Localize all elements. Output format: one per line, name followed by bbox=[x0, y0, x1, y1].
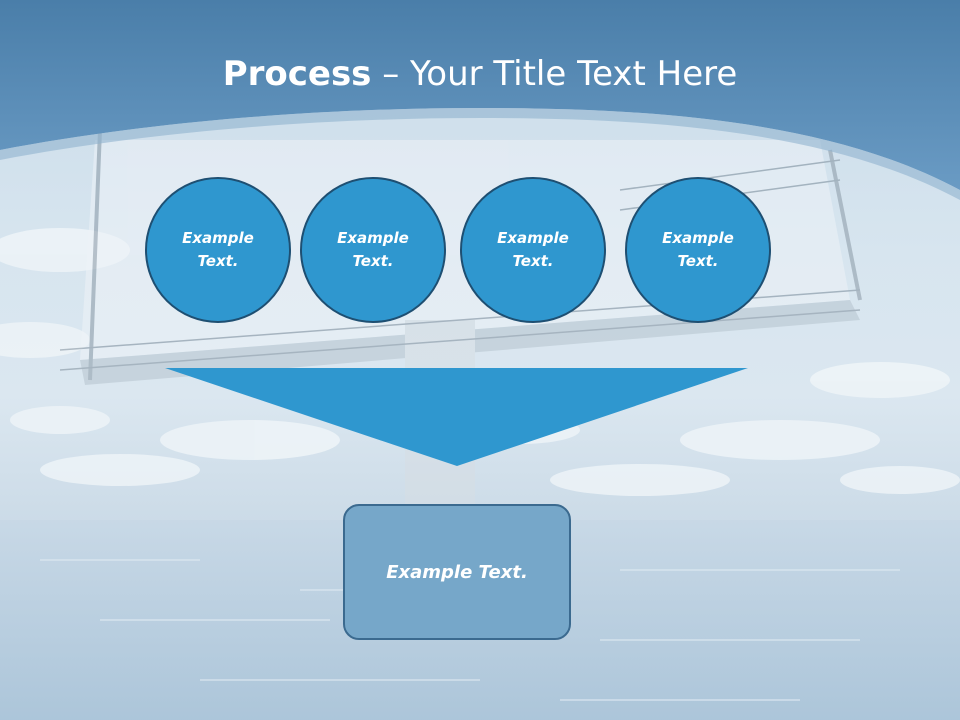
process-step-circle-2[interactable]: Example Text. bbox=[300, 177, 446, 323]
process-step-circle-1[interactable]: Example Text. bbox=[145, 177, 291, 323]
process-step-circle-3[interactable]: Example Text. bbox=[460, 177, 606, 323]
result-label: Example Text. bbox=[386, 561, 528, 583]
step-label: Example Text. bbox=[182, 229, 254, 270]
title-rest: – Your Title Text Here bbox=[371, 54, 738, 94]
process-step-circle-4[interactable]: Example Text. bbox=[625, 177, 771, 323]
slide-title: Process – Your Title Text Here bbox=[0, 52, 960, 96]
step-label: Example Text. bbox=[662, 229, 734, 270]
step-label: Example Text. bbox=[337, 229, 409, 270]
funnel-triangle bbox=[165, 368, 748, 466]
result-box[interactable]: Example Text. bbox=[343, 504, 571, 640]
step-label: Example Text. bbox=[497, 229, 569, 270]
title-bold: Process bbox=[222, 54, 372, 94]
